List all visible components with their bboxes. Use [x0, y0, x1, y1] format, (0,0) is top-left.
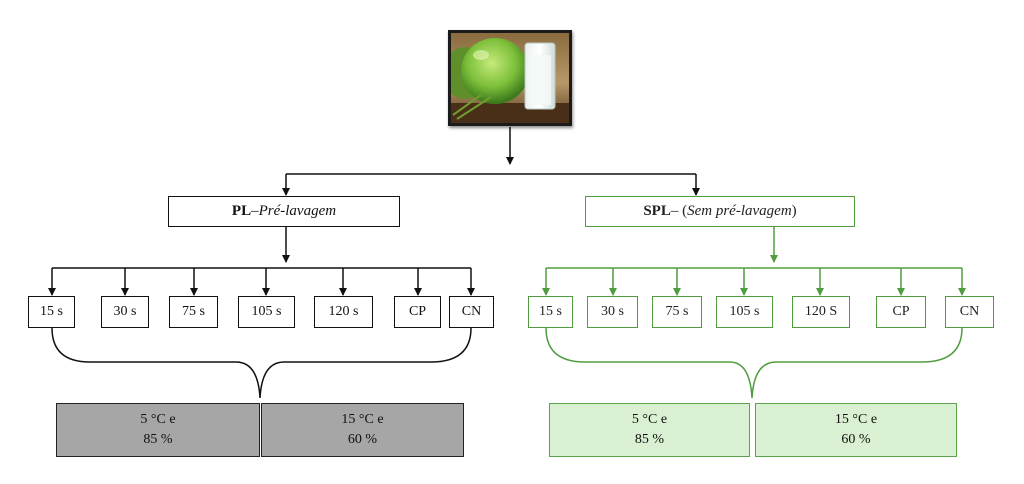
pl-condition-2-humidity: 60 %	[347, 432, 378, 447]
spl-condition-1-temp: 5 °C e	[631, 412, 668, 427]
pl-brace	[51, 327, 472, 399]
spl-header: SPL – (Sem pré-lavagem)	[585, 196, 855, 227]
pl-abbr: PL	[231, 203, 252, 219]
spl-condition-2-humidity: 60 %	[841, 432, 871, 447]
pl-condition-1-temp: 5 °C e	[140, 412, 176, 427]
pl-condition-2-temp: 15 °C e	[341, 412, 384, 427]
pl-treatment-5: 120 s	[314, 296, 373, 328]
pl-treatment-1: 15 s	[28, 296, 75, 328]
spl-treatment-4: 105 s	[716, 296, 773, 328]
spl-treatment-1: 15 s	[528, 296, 573, 328]
spl-treatment-7: CN	[945, 296, 994, 328]
spl-abbr: SPL	[643, 203, 671, 219]
pl-header: PL – Pré-lavagem	[168, 196, 400, 227]
spl-treatment-5: 120 S	[792, 296, 850, 328]
spl-condition-2: 15 °C e 60 %	[755, 403, 957, 457]
pl-separator: –	[251, 203, 259, 219]
spl-name: Sem pré-lavagem	[687, 203, 792, 219]
pl-condition-1: 5 °C e 85 %	[56, 403, 260, 457]
spl-condition-1-humidity: 85 %	[634, 432, 665, 447]
spl-treatment-3: 75 s	[652, 296, 702, 328]
spl-condition-1: 5 °C e 85 %	[549, 403, 750, 457]
spl-close: )	[791, 203, 797, 219]
coconut-water-photo	[448, 30, 572, 126]
pl-treatment-3: 75 s	[169, 296, 218, 328]
pl-condition-2: 15 °C e 60 %	[261, 403, 464, 457]
spl-brace	[545, 327, 963, 399]
pl-name: Pré-lavagem	[258, 203, 337, 219]
spl-condition-2-temp: 15 °C e	[834, 412, 878, 427]
spl-separator: – (	[670, 203, 688, 219]
pl-treatment-4: 105 s	[238, 296, 295, 328]
pl-treatment-7: CN	[449, 296, 494, 328]
pl-treatment-2: 30 s	[101, 296, 149, 328]
spl-treatment-6: CP	[876, 296, 926, 328]
pl-condition-1-humidity: 85 %	[143, 432, 173, 447]
pl-treatment-6: CP	[394, 296, 441, 328]
spl-treatment-2: 30 s	[587, 296, 638, 328]
